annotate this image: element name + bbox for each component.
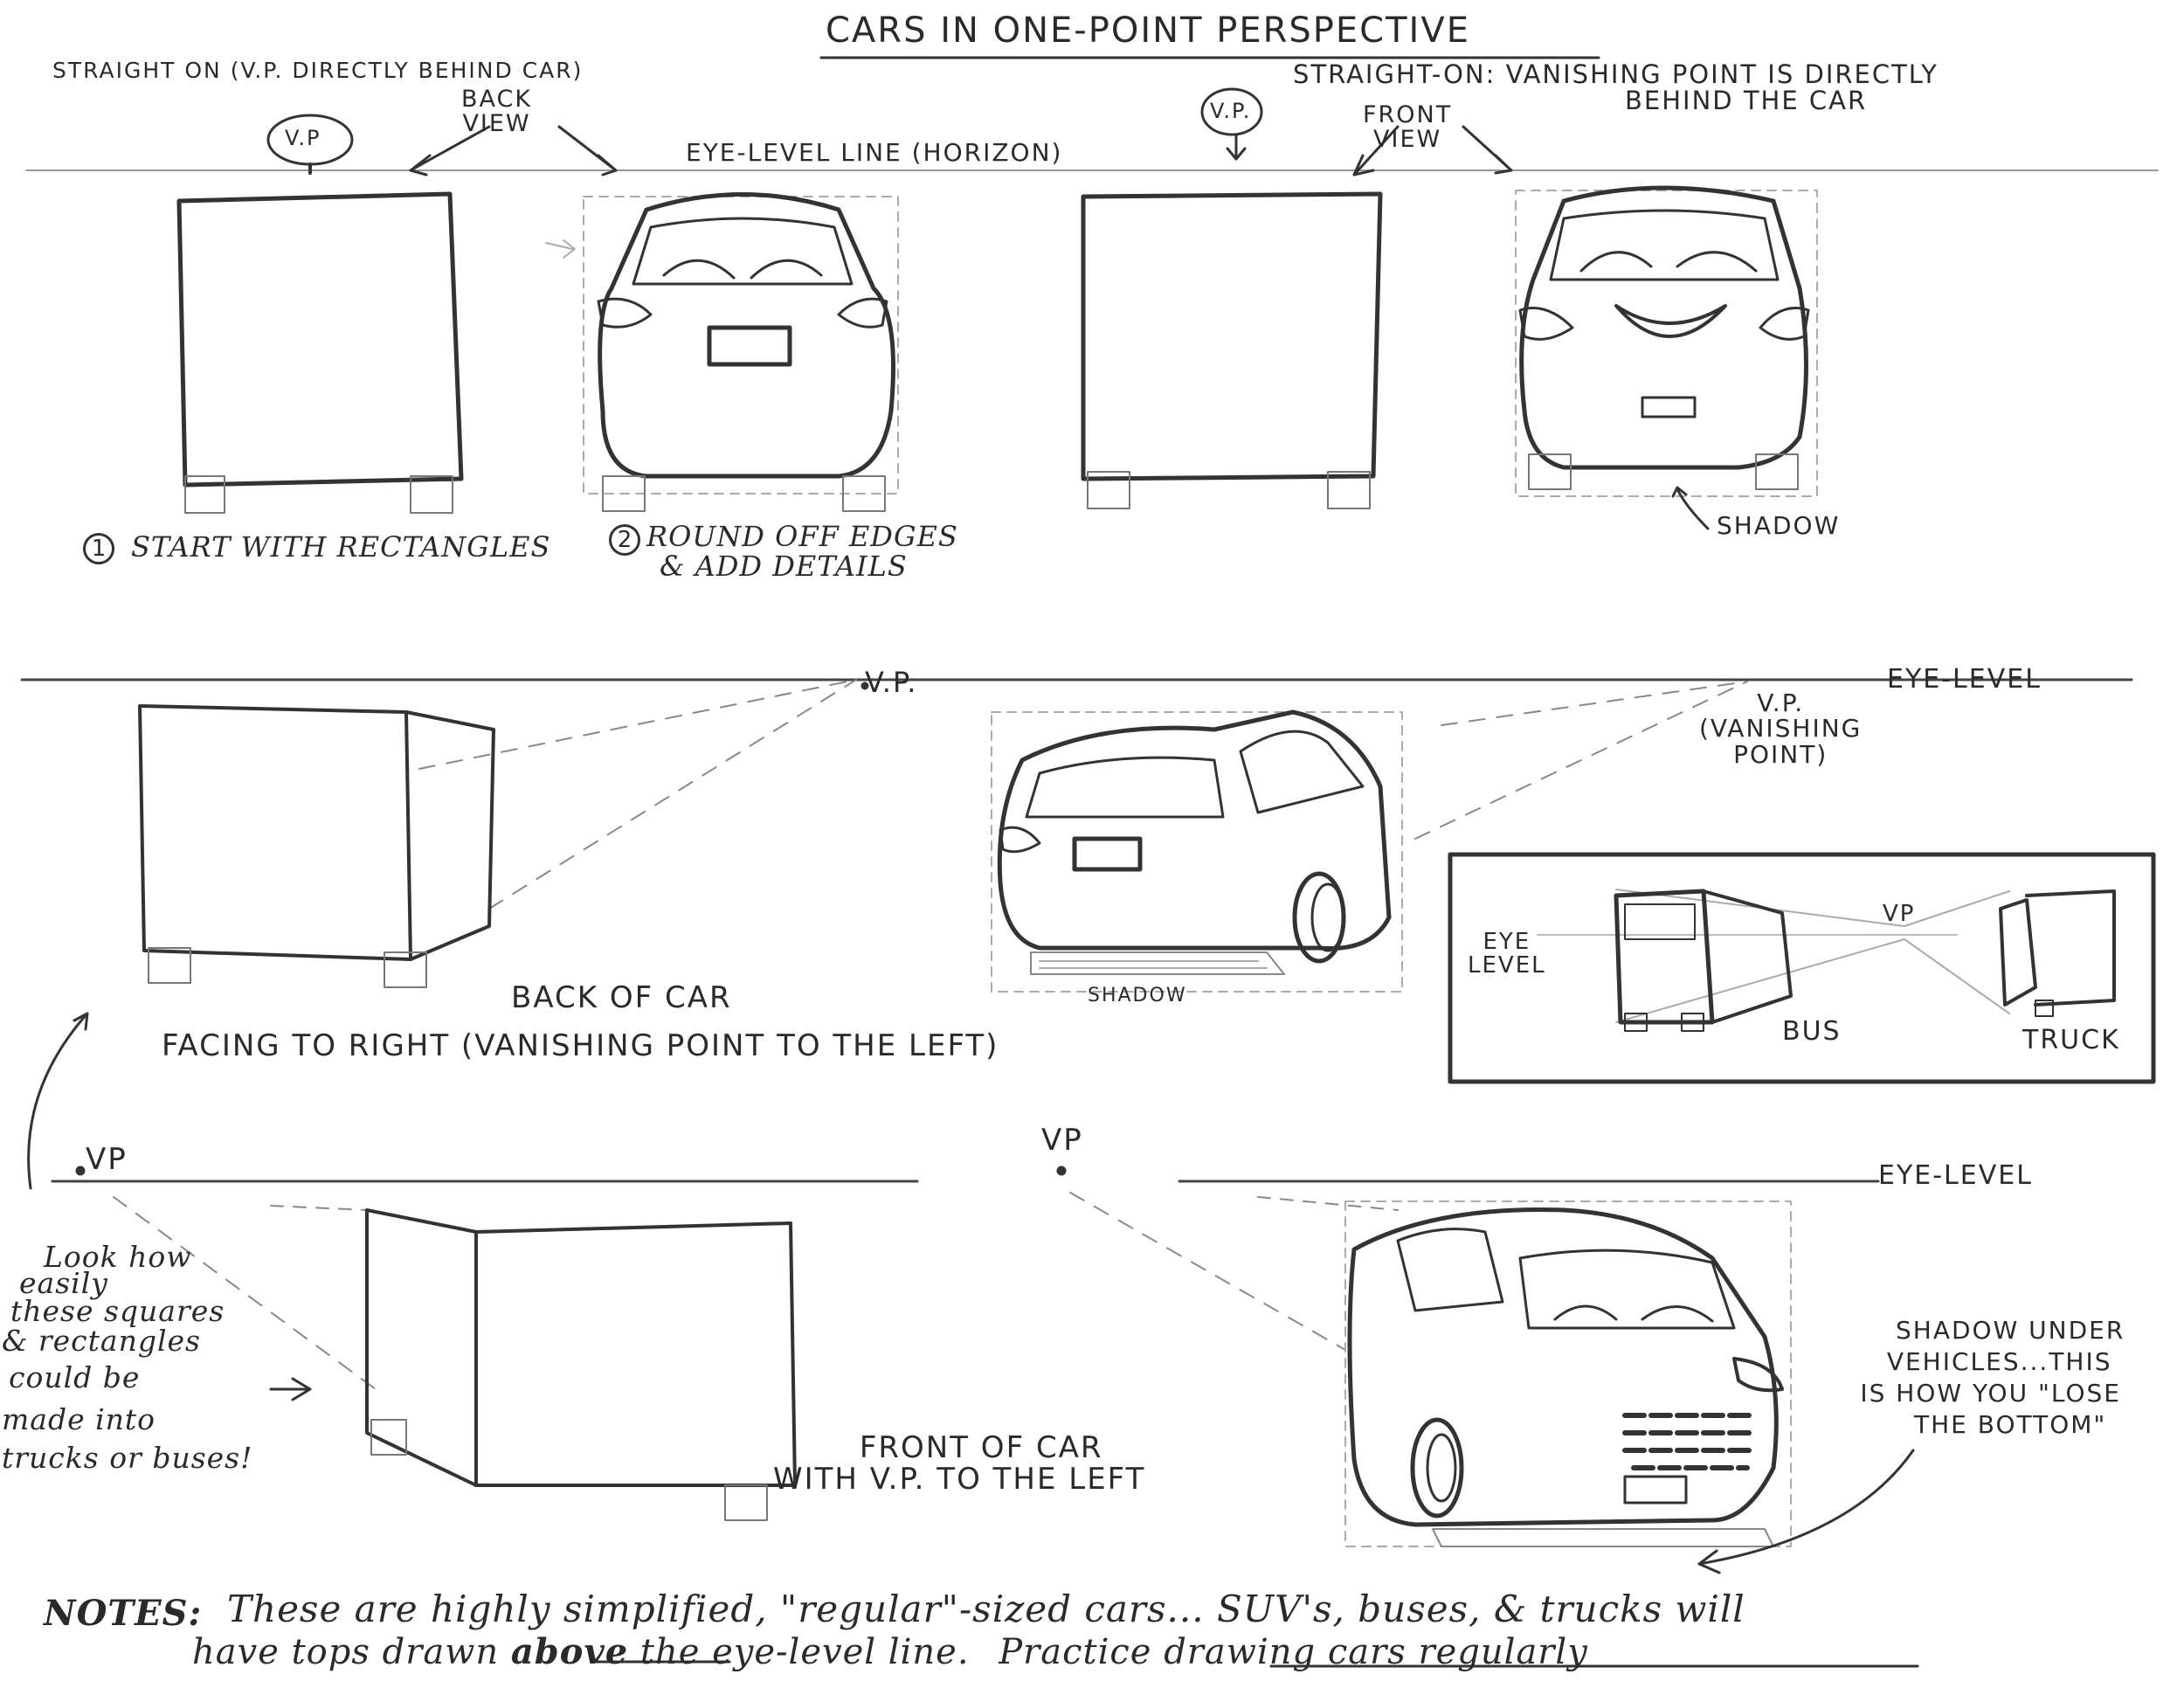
step2-number: 2 <box>609 524 640 556</box>
notes-line2-b: the eye-level line. <box>639 1632 970 1672</box>
shadow-label-middle: SHADOW <box>1088 985 1187 1007</box>
shadow-under-label: SHADOW UNDER VEHICLES...THIS IS HOW YOU … <box>1856 1315 2125 1441</box>
front-view-line2: VIEW <box>1373 126 1442 154</box>
car-three-quarter-back <box>991 709 1403 993</box>
side-note-line7: trucks or buses! <box>2 1441 253 1475</box>
inset-eye-level-label: EYE LEVEL <box>1468 930 1546 979</box>
notes-line2-practice: Practice drawing cars regularly <box>999 1632 1588 1672</box>
side-note: Look how easily these squares & rectangl… <box>2 1241 252 1475</box>
vp-label-left: V.P <box>285 126 321 150</box>
heading-straight-on-left: STRAIGHT ON (V.P. DIRECTLY BEHIND CAR) <box>52 58 584 83</box>
car-front-view <box>1515 185 1818 497</box>
side-note-line2: easily <box>19 1266 108 1300</box>
eye-level-horizon-label: EYE-LEVEL LINE (HORIZON) <box>686 138 1063 167</box>
step2-line1: ROUND OFF EDGES <box>646 520 958 553</box>
car-back-view <box>583 192 899 512</box>
box-front-of-car <box>365 1208 797 1521</box>
shadow-under-line2: VEHICLES...THIS <box>1886 1347 2112 1376</box>
vanishing-point-line1: V.P. <box>1757 688 1805 717</box>
shadow-under-line3: IS HOW YOU "LOSE <box>1860 1379 2121 1408</box>
vanishing-point-line3: POINT) <box>1733 739 1828 769</box>
notes-label: NOTES: <box>44 1593 203 1634</box>
step1-number: 1 <box>83 533 114 564</box>
box-back-of-car <box>138 704 495 988</box>
shadow-label-top: SHADOW <box>1717 511 1841 540</box>
side-note-line6: made into <box>2 1402 156 1436</box>
heading-straight-on-right: STRAIGHT-ON: VANISHING POINT IS DIRECTLY… <box>1293 61 1939 114</box>
vp-bottom-left: VP <box>86 1142 128 1177</box>
inset-bus-truck <box>1448 852 2156 1084</box>
heading-right-line1: STRAIGHT-ON: VANISHING POINT IS DIRECTLY <box>1293 59 1939 89</box>
car-three-quarter-front <box>1344 1200 1792 1547</box>
vp-label-middle: V.P. <box>1210 99 1252 123</box>
back-view-label: BACK VIEW <box>461 86 533 138</box>
page-title: CARS IN ONE-POINT PERSPECTIVE <box>826 10 1470 51</box>
inset-eye-line1: EYE <box>1482 929 1531 955</box>
inset-vp-label: VP <box>1883 901 1916 927</box>
eye-level-middle-label: EYE-LEVEL <box>1887 664 2042 695</box>
bus-label: BUS <box>1782 1016 1842 1047</box>
side-note-line1: Look how <box>44 1240 192 1274</box>
side-note-line3: these squares <box>10 1294 225 1328</box>
step2-label: ROUND OFF EDGES & ADD DETAILS <box>646 522 958 581</box>
vp-middle-label: V.P. <box>865 666 918 699</box>
eye-level-bottom-label: EYE-LEVEL <box>1878 1160 2033 1191</box>
facing-right-label: FACING TO RIGHT (VANISHING POINT TO THE … <box>162 1028 999 1063</box>
vanishing-point-label: V.P. (VANISHING POINT) <box>1699 688 1863 769</box>
step1-label: START WITH RECTANGLES <box>131 530 551 564</box>
notes-line2: have tops drawn above the eye-level line… <box>192 1634 1588 1671</box>
back-of-car-label: BACK OF CAR <box>511 980 732 1015</box>
front-view-label: FRONT VIEW <box>1363 101 1453 154</box>
notes-line2-above: above <box>510 1631 629 1672</box>
step2-line2: & ADD DETAILS <box>660 549 908 583</box>
side-note-line5: could be <box>9 1360 141 1394</box>
front-view-line1: FRONT <box>1363 101 1453 128</box>
vp-bottom-middle: VP <box>1041 1123 1083 1158</box>
vp-circle-middle <box>1200 87 1263 136</box>
notes-line1: These are highly simplified, "regular"-s… <box>227 1588 1745 1630</box>
front-of-car-label: FRONT OF CAR WITH V.P. TO THE LEFT <box>773 1430 1145 1495</box>
notes-line2-a: have tops drawn <box>192 1632 500 1672</box>
rect-back-basic <box>176 191 464 514</box>
back-view-line2: VIEW <box>462 110 531 138</box>
truck-label: TRUCK <box>2022 1025 2120 1055</box>
inset-eye-line2: LEVEL <box>1468 952 1546 979</box>
rect-front-basic <box>1081 191 1383 509</box>
front-of-car-line2: WITH V.P. TO THE LEFT <box>773 1461 1146 1497</box>
side-note-line4: & rectangles <box>2 1324 201 1358</box>
front-of-car-line1: FRONT OF CAR <box>859 1430 1103 1465</box>
shadow-under-line1: SHADOW UNDER <box>1896 1316 2125 1345</box>
heading-right-line2: BEHIND THE CAR <box>1625 86 1868 116</box>
shadow-under-line4: THE BOTTOM" <box>1914 1410 2107 1439</box>
vanishing-point-line2: (VANISHING <box>1699 714 1863 744</box>
back-view-line1: BACK <box>461 86 533 113</box>
